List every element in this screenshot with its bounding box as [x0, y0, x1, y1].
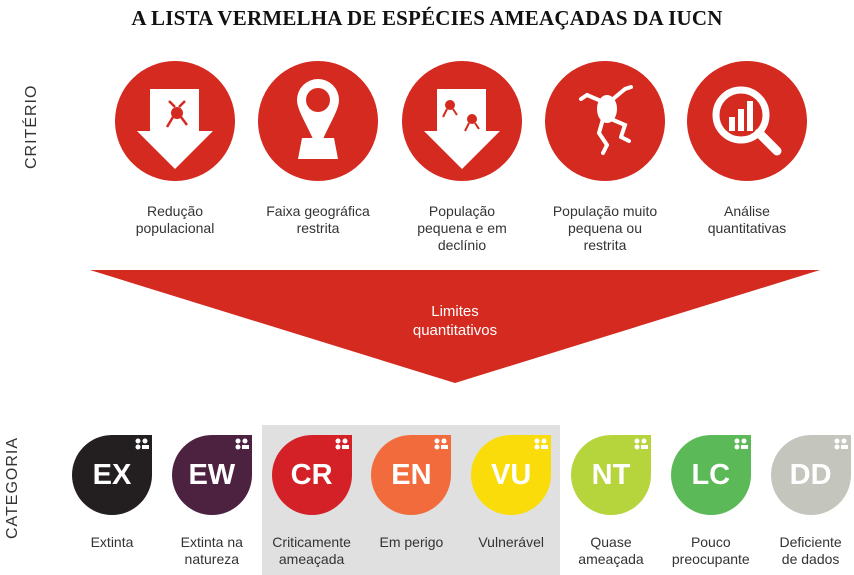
category-code: NT	[591, 458, 631, 491]
iucn-logo-icon	[335, 438, 349, 450]
category-badge-cr: CR	[271, 435, 352, 515]
category-badge-ew: EW	[171, 435, 252, 515]
map-pin-icon	[258, 61, 378, 181]
category-badge-dd: DD	[770, 435, 851, 515]
category-code: EX	[92, 458, 132, 491]
category-badge-en: EN	[371, 435, 452, 515]
category-heading: CATEGORIA	[4, 436, 21, 539]
category-badge-vu: VU	[471, 435, 552, 515]
category-label: Em perigo	[379, 534, 444, 550]
category-badge-ex: EX	[72, 435, 152, 515]
category-badge-nt: NT	[571, 435, 651, 515]
iucn-logo-icon	[634, 438, 648, 450]
iucn-logo-icon	[135, 438, 149, 450]
iucn-logo-icon	[734, 438, 748, 450]
iucn-logo-icon	[834, 438, 848, 450]
category-label: Vulnerável	[478, 534, 544, 550]
page-title: A LISTA VERMELHA DE ESPÉCIES AMEAÇADAS D…	[131, 6, 723, 30]
category-code: EN	[391, 458, 432, 491]
category-code: EW	[188, 458, 236, 491]
iucn-logo-icon	[534, 438, 549, 450]
population-decline-icon	[115, 61, 235, 181]
category-code: DD	[789, 458, 832, 491]
funnel-triangle	[90, 270, 820, 383]
analysis-magnifier-icon	[687, 61, 807, 181]
category-badge-lc: LC	[670, 435, 751, 515]
iucn-logo-icon	[235, 438, 249, 450]
small-population-decline-icon	[402, 61, 522, 181]
category-code: VU	[491, 458, 532, 491]
category-code: CR	[290, 458, 333, 491]
iucn-logo-icon	[434, 438, 449, 450]
frog-icon	[545, 61, 665, 181]
category-code: LC	[691, 458, 731, 491]
category-label: Extinta	[90, 534, 134, 550]
